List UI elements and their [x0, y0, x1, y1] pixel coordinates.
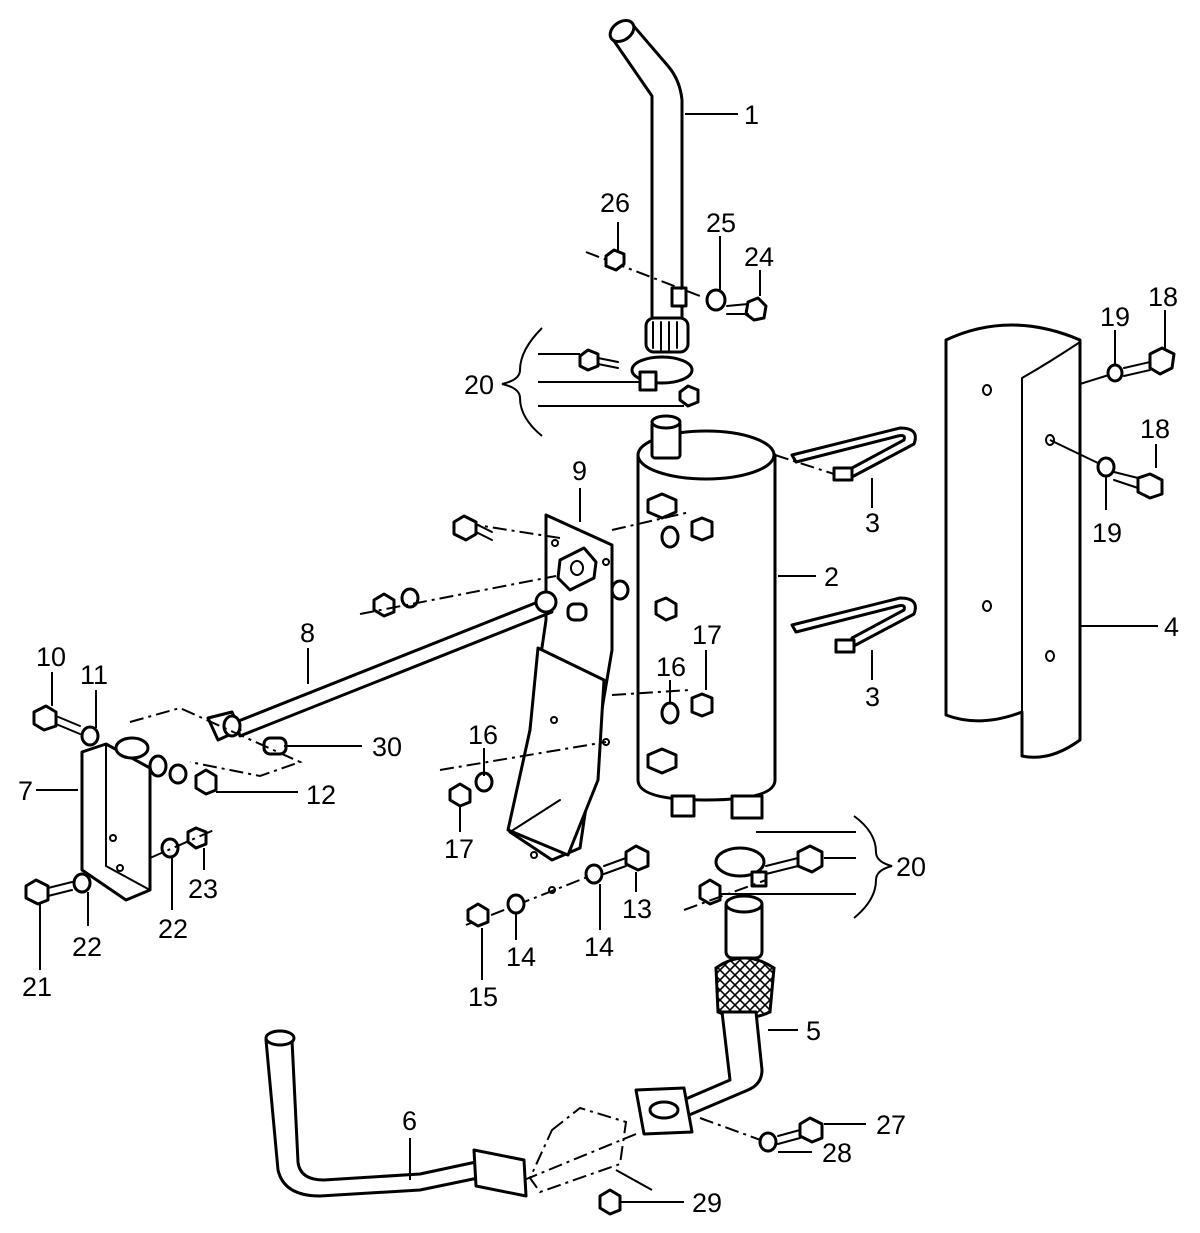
callout-1: 1: [744, 100, 759, 130]
callout-17-left: 17: [444, 834, 474, 864]
callout-7: 7: [18, 776, 33, 806]
upper-clamp: [578, 348, 700, 408]
callout-2: 2: [824, 562, 839, 592]
callout-22-left: 22: [72, 932, 102, 962]
rear-bracket: [80, 736, 218, 902]
callout-8: 8: [300, 618, 315, 648]
callout-18-lower: 18: [1140, 414, 1170, 444]
callout-29: 29: [692, 1188, 722, 1218]
lower-clamp: [683, 844, 824, 911]
mounting-bracket: [506, 513, 678, 894]
strap-upper: [774, 426, 917, 482]
callout-17-right: 17: [692, 620, 722, 650]
callout-11: 11: [80, 660, 108, 690]
callout-26: 26: [600, 188, 630, 218]
callout-30: 30: [372, 732, 402, 762]
callout-13: 13: [622, 894, 652, 924]
tail-pipe: [608, 19, 690, 354]
callout-3-upper: 3: [865, 508, 880, 538]
connecting-rod: [129, 590, 558, 778]
shield-fasteners: [1049, 346, 1176, 500]
strap-lower: [790, 596, 917, 654]
front-pipe: [264, 1029, 528, 1198]
callout-24: 24: [744, 242, 774, 272]
callout-12: 12: [306, 780, 336, 810]
callout-14-left: 14: [506, 942, 536, 972]
callout-20-upper: 20: [464, 370, 494, 400]
leader-lines: [36, 113, 1166, 1203]
callout-15: 15: [468, 982, 498, 1012]
callout-19-upper: 19: [1100, 302, 1130, 332]
callout-9: 9: [572, 456, 587, 486]
nut-26: [604, 248, 626, 272]
callout-3-lower: 3: [865, 682, 880, 712]
callout-21: 21: [22, 972, 52, 1002]
flex-pipe: [634, 894, 776, 1136]
callout-27: 27: [876, 1110, 906, 1140]
rear-bracket-fasteners: [24, 704, 215, 906]
bolt-24: [744, 296, 768, 322]
silencer: [636, 414, 777, 820]
callout-28: 28: [822, 1138, 852, 1168]
pipe-clamp-bolt: [585, 248, 768, 322]
callout-25: 25: [706, 208, 736, 238]
callout-22-right: 22: [158, 914, 188, 944]
callout-19-lower: 19: [1092, 518, 1122, 548]
callout-5: 5: [806, 1016, 821, 1046]
callout-16-right: 16: [656, 652, 686, 682]
callouts: 1 26 25 24 20 18 19 18 19 3 2 4 3 9 8 10…: [18, 100, 1179, 1218]
catalyst-section: [523, 1106, 824, 1216]
callout-6: 6: [402, 1106, 417, 1136]
callout-16-left: 16: [468, 720, 498, 750]
callout-10: 10: [36, 642, 66, 672]
callout-20-lower: 20: [896, 852, 926, 882]
callout-18-upper: 18: [1148, 282, 1178, 312]
washer-25: [705, 288, 727, 312]
callout-4: 4: [1164, 612, 1179, 642]
callout-14-right: 14: [584, 932, 614, 962]
heat-shield: [944, 323, 1082, 759]
callout-23: 23: [188, 874, 218, 904]
